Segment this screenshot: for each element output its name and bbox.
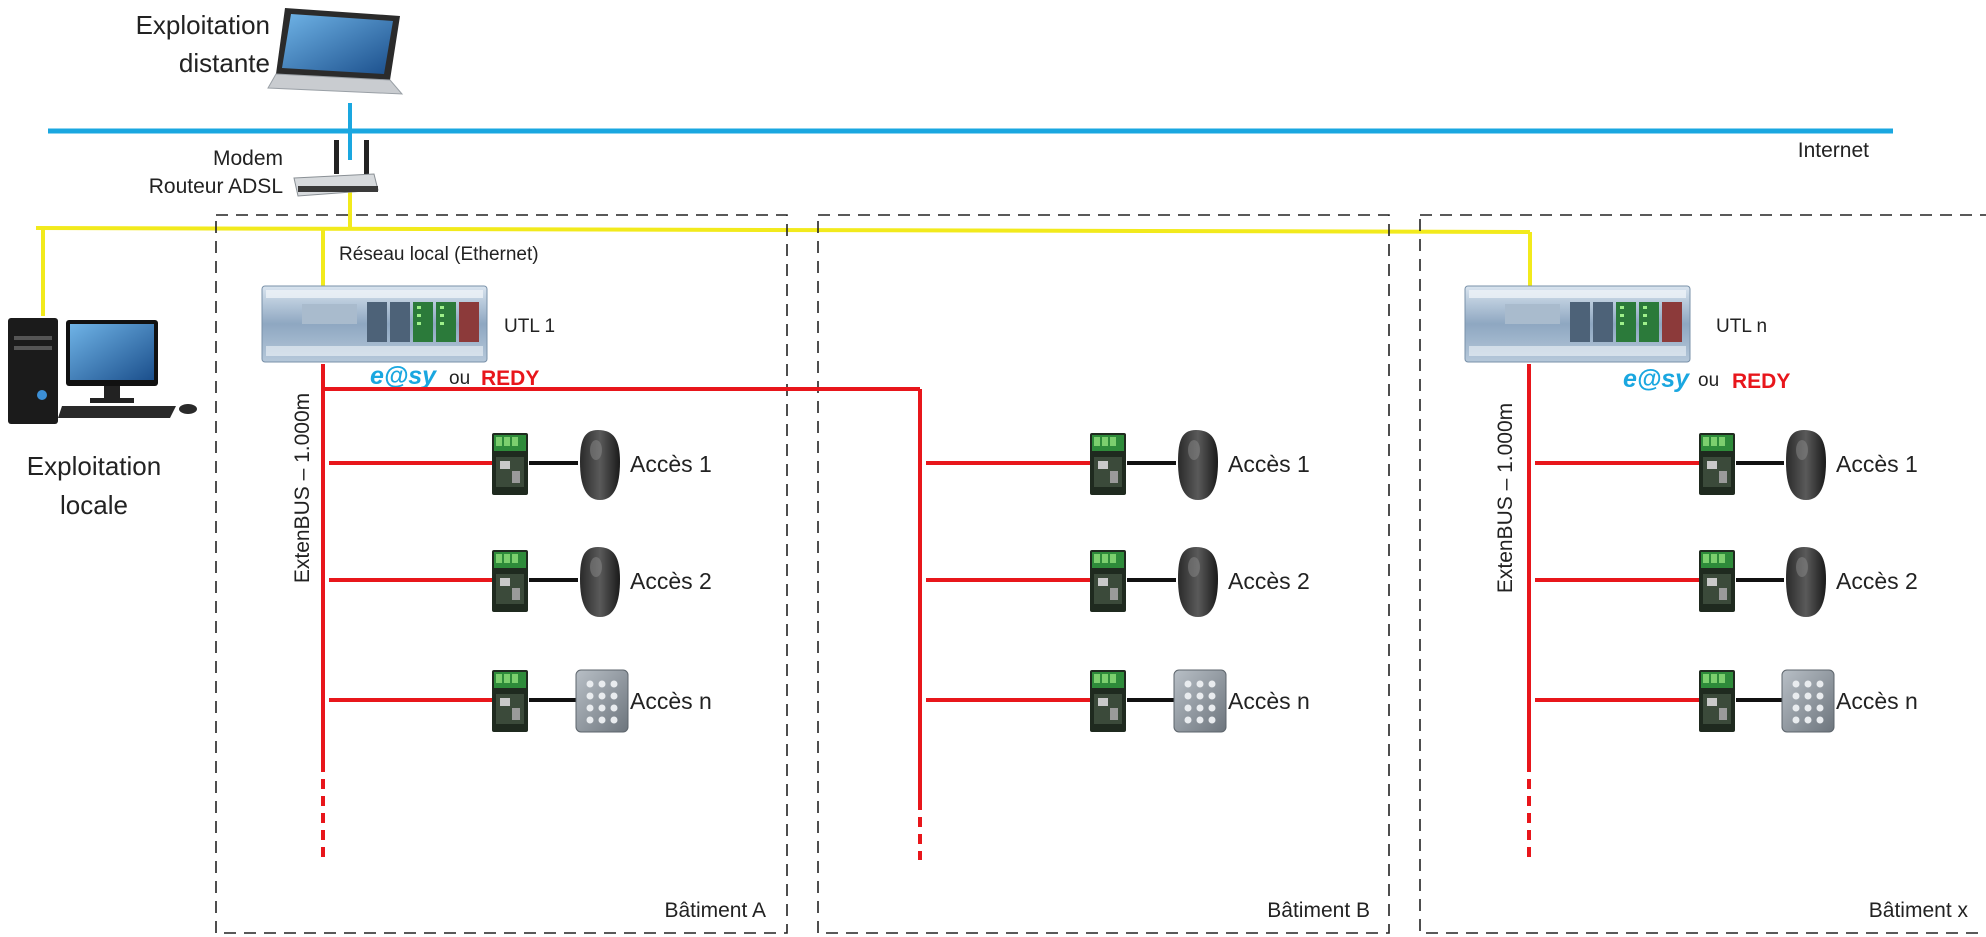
door-module-a1 <box>492 433 528 495</box>
keypad-bn <box>1173 669 1227 733</box>
building-b-box <box>817 214 1390 934</box>
utl-n-brand-redy-red: RED <box>1732 370 1776 393</box>
remote-label-line2: distante <box>179 48 270 78</box>
building-a-label: Bâtiment A <box>664 899 766 922</box>
keypad-an <box>575 669 629 733</box>
access-label-x1: Accès 1 <box>1836 451 1918 477</box>
building-x-label: Bâtiment x <box>1869 899 1969 922</box>
card-reader-a2 <box>580 547 620 617</box>
access-label-a1: Accès 1 <box>630 451 712 477</box>
access-label-bn: Accès n <box>1228 688 1310 714</box>
utl-n-brand-easy: e@sy <box>1623 365 1690 393</box>
local-label-line1: Exploitation <box>27 451 161 481</box>
card-reader-b1 <box>1178 430 1218 500</box>
access-label-xn: Accès n <box>1836 688 1918 714</box>
access-label-an: Accès n <box>630 688 712 714</box>
access-label-x2: Accès 2 <box>1836 568 1918 594</box>
lan-lines <box>35 186 1532 316</box>
card-reader-x2 <box>1786 547 1826 617</box>
keypad-xn <box>1781 669 1835 733</box>
building-a-box <box>215 214 788 934</box>
access-label-a2: Accès 2 <box>630 568 712 594</box>
bus-label-x: ExtenBUS – 1.000m <box>1494 403 1517 593</box>
door-module-x2 <box>1699 550 1735 612</box>
utl-1-label: UTL 1 <box>504 316 555 337</box>
utl-1-brand-easy: e@sy <box>370 362 437 390</box>
utl-n-label: UTL n <box>1716 316 1767 337</box>
utl-n-controller <box>1464 285 1691 363</box>
door-module-an <box>492 670 528 732</box>
card-reader-b2 <box>1178 547 1218 617</box>
card-reader-a1 <box>580 430 620 500</box>
access-label-b2: Accès 2 <box>1228 568 1310 594</box>
modem-label-line2: Routeur ADSL <box>149 175 283 198</box>
utl-n-brand-redy-y: Y <box>1776 370 1790 393</box>
utl-1-brand-redy-red: RED <box>481 367 525 390</box>
access-label-b1: Accès 1 <box>1228 451 1310 477</box>
local-label-line2: locale <box>60 490 128 520</box>
utl-1-brand-or: ou <box>449 368 470 389</box>
remote-label-line1: Exploitation <box>136 10 270 40</box>
door-module-xn <box>1699 670 1735 732</box>
extenbus-continuation-dashes <box>321 762 1531 860</box>
building-b-label: Bâtiment B <box>1267 899 1370 922</box>
lan-label: Réseau local (Ethernet) <box>339 244 539 265</box>
utl-1-brand-redy-y: Y <box>525 367 539 390</box>
utl-n-brand-redy: REDY <box>1732 370 1790 393</box>
laptop-icon <box>267 8 404 95</box>
door-module-b1 <box>1090 433 1126 495</box>
card-reader-x1 <box>1786 430 1826 500</box>
extenbus-lines <box>321 364 1699 800</box>
building-x-box <box>1419 214 1986 934</box>
desktop-computer-icon <box>8 318 197 424</box>
utl-1-controller <box>261 285 488 363</box>
utl-n-brand-or: ou <box>1698 370 1719 391</box>
utl-1-brand-redy: REDY <box>481 367 539 390</box>
bus-label-a: ExtenBUS – 1.000m <box>291 393 314 583</box>
internet-label: Internet <box>1798 139 1869 162</box>
door-module-b2 <box>1090 550 1126 612</box>
router-icon <box>293 140 379 197</box>
door-module-x1 <box>1699 433 1735 495</box>
door-module-bn <box>1090 670 1126 732</box>
modem-label-line1: Modem <box>213 147 283 170</box>
door-module-a2 <box>492 550 528 612</box>
